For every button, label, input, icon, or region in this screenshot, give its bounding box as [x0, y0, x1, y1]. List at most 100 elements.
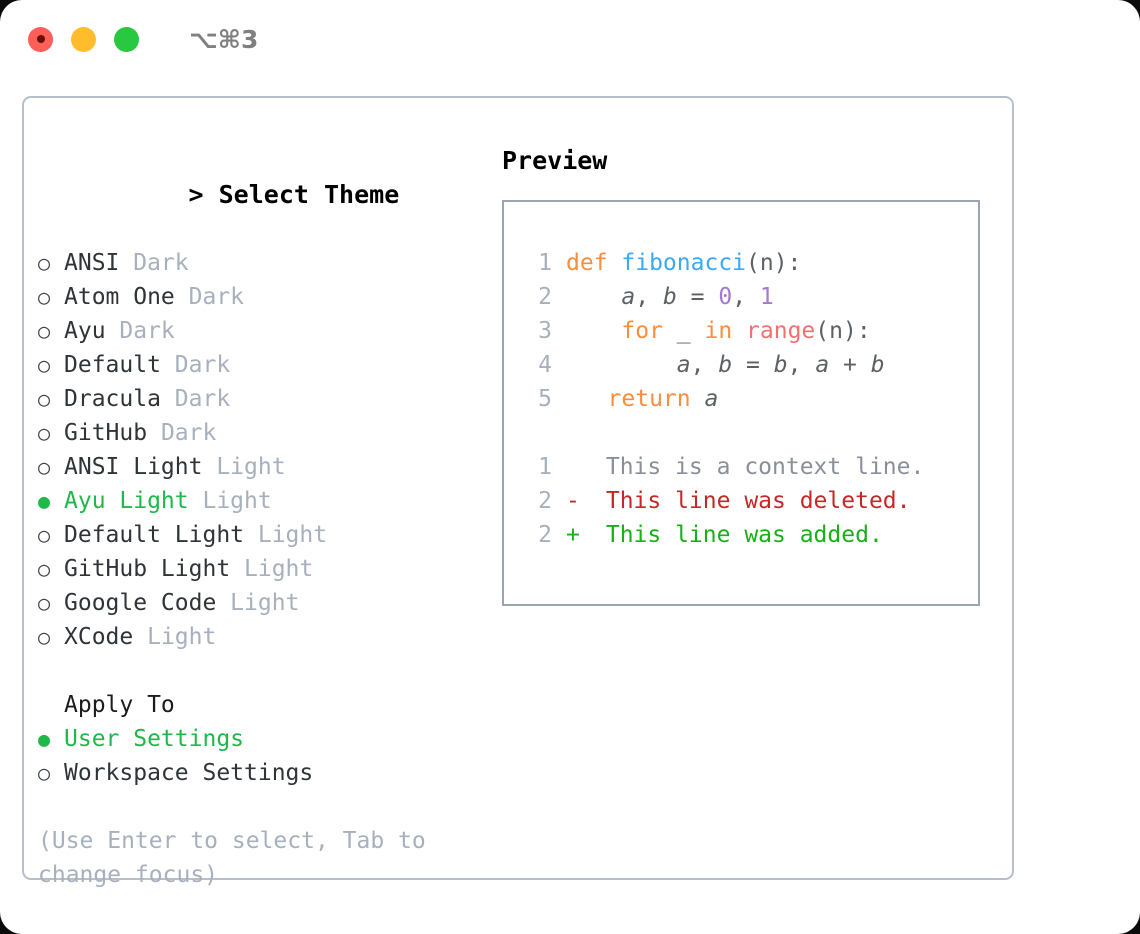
diff-line: 2- This line was deleted. — [522, 484, 978, 518]
theme-option-label: XCode — [64, 624, 134, 650]
radio-unselected-icon: ○ — [38, 625, 51, 649]
theme-option-github-light[interactable]: ○GitHub Light Light — [38, 552, 484, 586]
apply-to-option-workspace-settings[interactable]: ○Workspace Settings — [38, 756, 484, 790]
code-line: 2 a, b = 0, 1 — [522, 280, 978, 314]
theme-variant-badge: Light — [202, 454, 286, 480]
select-theme-header: > Select Theme — [38, 144, 484, 246]
theme-variant-badge: Light — [216, 590, 300, 616]
theme-option-ayu-light[interactable]: ● Ayu Light Light — [38, 484, 484, 518]
radio-unselected-icon: ○ — [38, 421, 51, 445]
list-spacer — [38, 654, 484, 688]
theme-variant-badge: Dark — [160, 386, 231, 412]
line-number: 2 — [538, 488, 552, 514]
apply-to-list: ● User Settings ○Workspace Settings — [38, 722, 484, 790]
theme-variant-badge: Light — [188, 488, 272, 514]
radio-unselected-icon: ○ — [38, 353, 51, 377]
hint-spacer — [38, 790, 484, 824]
token-kw: for — [621, 318, 663, 344]
token-punc — [691, 386, 705, 412]
title-bar: ⌥⌘3 — [0, 0, 1140, 78]
theme-option-default-light[interactable]: ○Default Light Light — [38, 518, 484, 552]
token-punc: _ — [662, 318, 705, 344]
token-num: 1 — [759, 284, 774, 310]
code-text: for _ in range(n): — [566, 314, 871, 348]
theme-variant-badge: Dark — [174, 284, 245, 310]
line-number: 1 — [538, 454, 552, 480]
code-text: a, b = 0, 1 — [566, 280, 774, 314]
minimize-window-icon[interactable] — [71, 26, 96, 52]
diff-marker: - — [566, 488, 580, 514]
line-number: 2 — [538, 284, 552, 310]
radio-unselected-icon: ○ — [38, 557, 51, 581]
close-window-icon[interactable] — [28, 26, 53, 52]
code-text: def fibonacci(n): — [566, 246, 801, 280]
token-punc — [566, 284, 621, 310]
diff-marker — [566, 450, 592, 484]
theme-option-label: ANSI — [64, 250, 120, 276]
radio-unselected-icon: ○ — [38, 523, 51, 547]
code-text: a, b = b, a + b — [566, 348, 885, 382]
radio-selected-icon: ● — [38, 727, 51, 751]
theme-option-atom-one[interactable]: ○Atom One Dark — [38, 280, 484, 314]
line-number: 3 — [538, 318, 552, 344]
diff-sample: 1 This is a context line.2- This line wa… — [522, 450, 978, 552]
token-var: a — [676, 352, 691, 378]
token-punc: (n): — [815, 318, 871, 344]
token-call: range — [746, 318, 816, 344]
token-punc: (n): — [746, 250, 802, 276]
theme-option-label: GitHub Light — [64, 556, 231, 582]
prompt-marker-icon: > — [188, 180, 219, 209]
radio-selected-icon: ● — [38, 489, 51, 513]
radio-unselected-icon: ○ — [38, 455, 51, 479]
theme-option-default[interactable]: ○Default Dark — [38, 348, 484, 382]
code-text: return a — [566, 382, 719, 416]
apply-to-option-label: Workspace Settings — [64, 760, 314, 786]
theme-list: ○ANSI Dark○Atom One Dark○Ayu Dark○Defaul… — [38, 246, 484, 654]
diff-line: 2+ This line was added. — [522, 518, 978, 552]
token-var: a — [621, 284, 636, 310]
token-punc: + — [829, 352, 871, 378]
theme-option-xcode[interactable]: ○ XCode Light — [38, 620, 484, 654]
theme-variant-badge: Dark — [147, 420, 217, 446]
theme-option-label: Ayu — [64, 318, 106, 344]
theme-variant-badge: Dark — [160, 352, 231, 378]
theme-option-ansi[interactable]: ○ANSI Dark — [38, 246, 484, 280]
token-var: b — [773, 352, 788, 378]
keyboard-shortcut-label: ⌥⌘3 — [189, 24, 259, 54]
diff-line: 1 This is a context line. — [522, 450, 978, 484]
theme-option-label: Default Light — [64, 522, 245, 548]
code-gap — [522, 416, 978, 450]
radio-unselected-icon: ○ — [38, 387, 51, 411]
token-punc — [566, 352, 677, 378]
theme-option-ansi-light[interactable]: ○ANSI Light Light — [38, 450, 484, 484]
token-kw: def — [566, 250, 622, 276]
code-line: 5 return a — [522, 382, 978, 416]
theme-option-label: Google Code — [64, 590, 217, 616]
theme-option-label: Dracula — [64, 386, 161, 412]
theme-option-label: Ayu Light — [64, 488, 189, 514]
token-var: b — [718, 352, 733, 378]
apply-to-option-user-settings[interactable]: ● User Settings — [38, 722, 484, 756]
token-punc — [732, 318, 746, 344]
token-punc — [566, 386, 608, 412]
theme-option-github[interactable]: ○ GitHub Dark — [38, 416, 484, 450]
token-punc: , — [787, 352, 816, 378]
theme-option-dracula[interactable]: ○ Dracula Dark — [38, 382, 484, 416]
theme-option-ayu[interactable]: ○Ayu Dark — [38, 314, 484, 348]
theme-option-label: GitHub — [64, 420, 148, 446]
token-var: a — [704, 386, 719, 412]
theme-variant-badge: Dark — [105, 318, 175, 344]
theme-picker-pane: > Select Theme ○ANSI Dark○Atom One Dark○… — [24, 98, 484, 888]
token-punc: , — [732, 284, 760, 310]
window-controls — [28, 26, 139, 52]
diff-text: This line was added. — [592, 522, 883, 548]
token-punc — [566, 318, 621, 344]
theme-option-google-code[interactable]: ○Google Code Light — [38, 586, 484, 620]
maximize-window-icon[interactable] — [114, 26, 139, 52]
apply-to-option-label: User Settings — [64, 726, 245, 752]
theme-variant-badge: Light — [133, 624, 217, 650]
